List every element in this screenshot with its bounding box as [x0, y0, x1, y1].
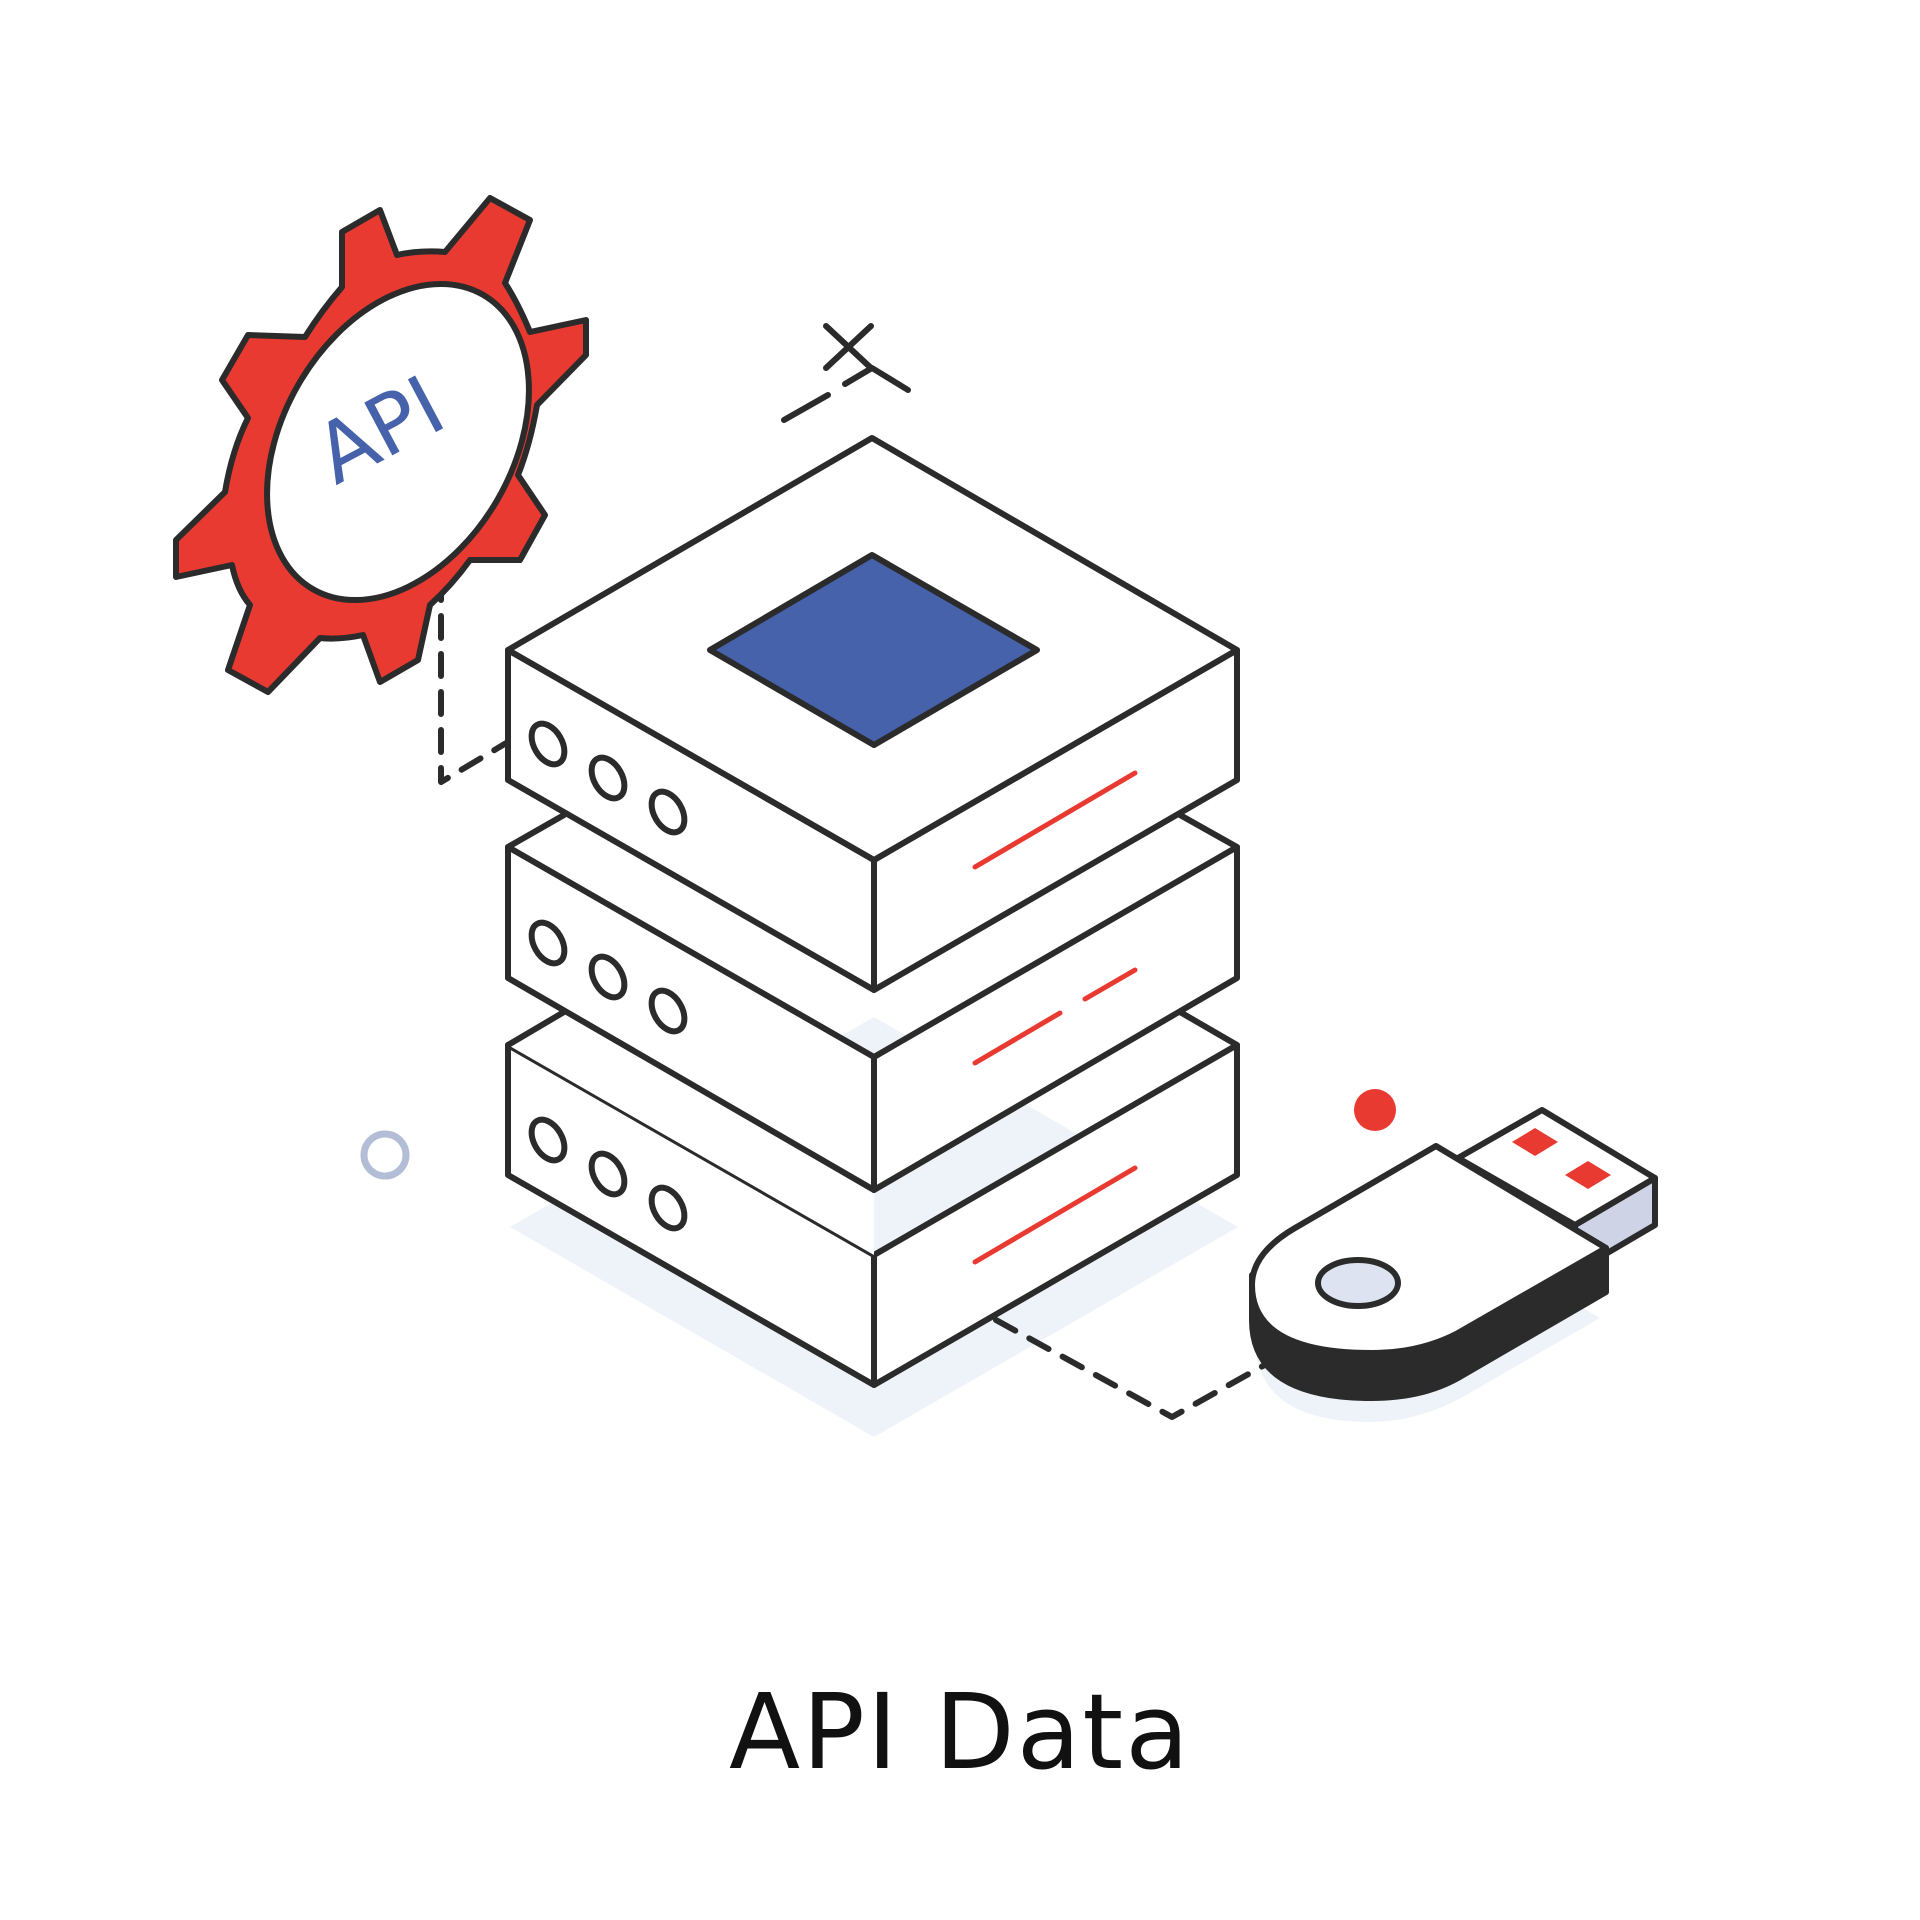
ring-decoration: [360, 1130, 410, 1180]
page-title: API Data: [729, 1671, 1191, 1793]
usb-button: [1315, 1257, 1401, 1309]
led-light: [588, 1150, 628, 1198]
led-light: [588, 754, 628, 802]
server-unit-top: [505, 365, 1240, 993]
gear-icon: API: [173, 195, 589, 695]
led-light: [528, 720, 568, 768]
usb-drive-icon: [1249, 1107, 1658, 1401]
status-line: [972, 1010, 1063, 1066]
server-unit-middle: [505, 812, 1240, 1193]
connector-server-usb: [993, 1317, 1273, 1420]
status-line: [1082, 967, 1138, 1002]
led-light: [648, 788, 688, 836]
led-light: [648, 1184, 688, 1232]
red-dot: [1354, 1089, 1396, 1131]
top-panel: [707, 552, 1040, 748]
server-unit-bottom: [505, 1009, 1240, 1388]
status-line: [972, 770, 1138, 870]
led-light: [528, 919, 568, 967]
cross-mark: [823, 323, 874, 371]
status-line: [972, 1165, 1138, 1265]
led-light: [648, 987, 688, 1035]
led-light: [528, 1116, 568, 1164]
led-light: [588, 953, 628, 1001]
connector-gear-server: [438, 537, 511, 785]
